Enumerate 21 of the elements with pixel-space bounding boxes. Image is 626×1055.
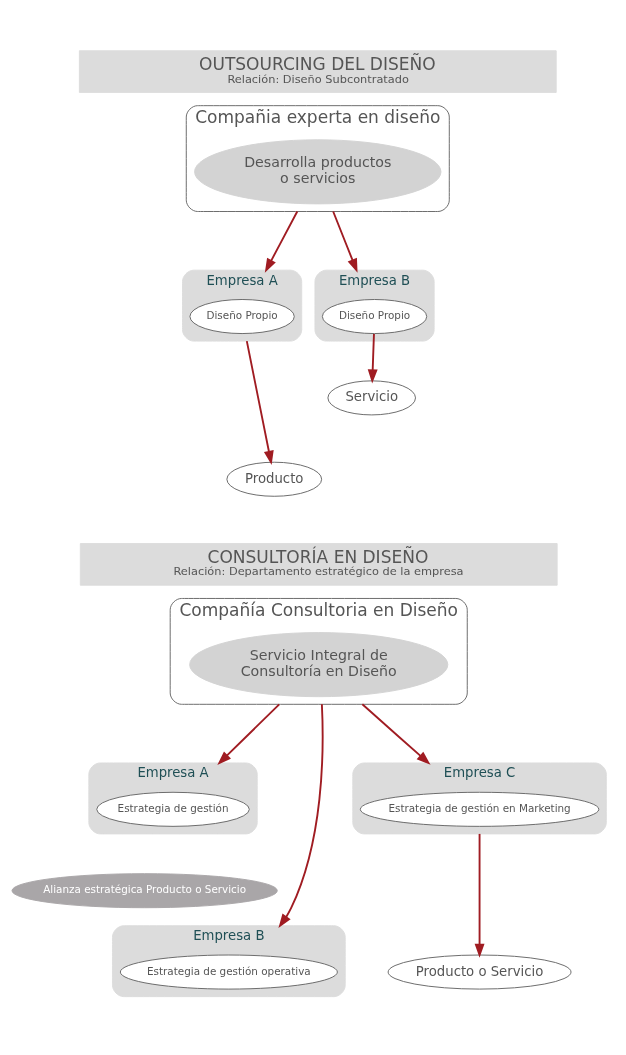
arrow [264, 210, 299, 273]
node-ellipse: Producto [226, 461, 323, 497]
node-ellipse: Estrategia de gestión en Marketing [359, 791, 600, 827]
node-ellipse: Alianza estratégica Producto o Servicio [11, 873, 278, 909]
node-ellipse: Estrategia de gestión operativa [119, 954, 338, 990]
node-ellipse: Servicio [327, 380, 416, 416]
arrow [217, 703, 281, 765]
node-ellipse: Servicio Integral de Consultoría en Diseño [189, 632, 449, 698]
node-ellipse: Estrategia de gestión [96, 791, 250, 827]
node-box: CONSULTORÍA EN DISEÑO Relación: Departamento estratégico de la empresa [79, 543, 558, 586]
node-ellipse: Desarrolla productos o servicios [194, 139, 442, 205]
node-box: OUTSOURCING DEL DISEÑO Relación: Diseño Subcontratado [78, 50, 557, 93]
arrow [332, 210, 358, 273]
arrow [474, 832, 485, 958]
node-ellipse: Producto o Servicio [387, 954, 572, 990]
arrow [278, 703, 324, 929]
node-ellipse: Diseño Propio [321, 299, 428, 335]
arrow [245, 340, 274, 465]
arrow [361, 703, 431, 765]
arrow [367, 333, 378, 384]
node-ellipse: Diseño Propio [189, 299, 295, 335]
